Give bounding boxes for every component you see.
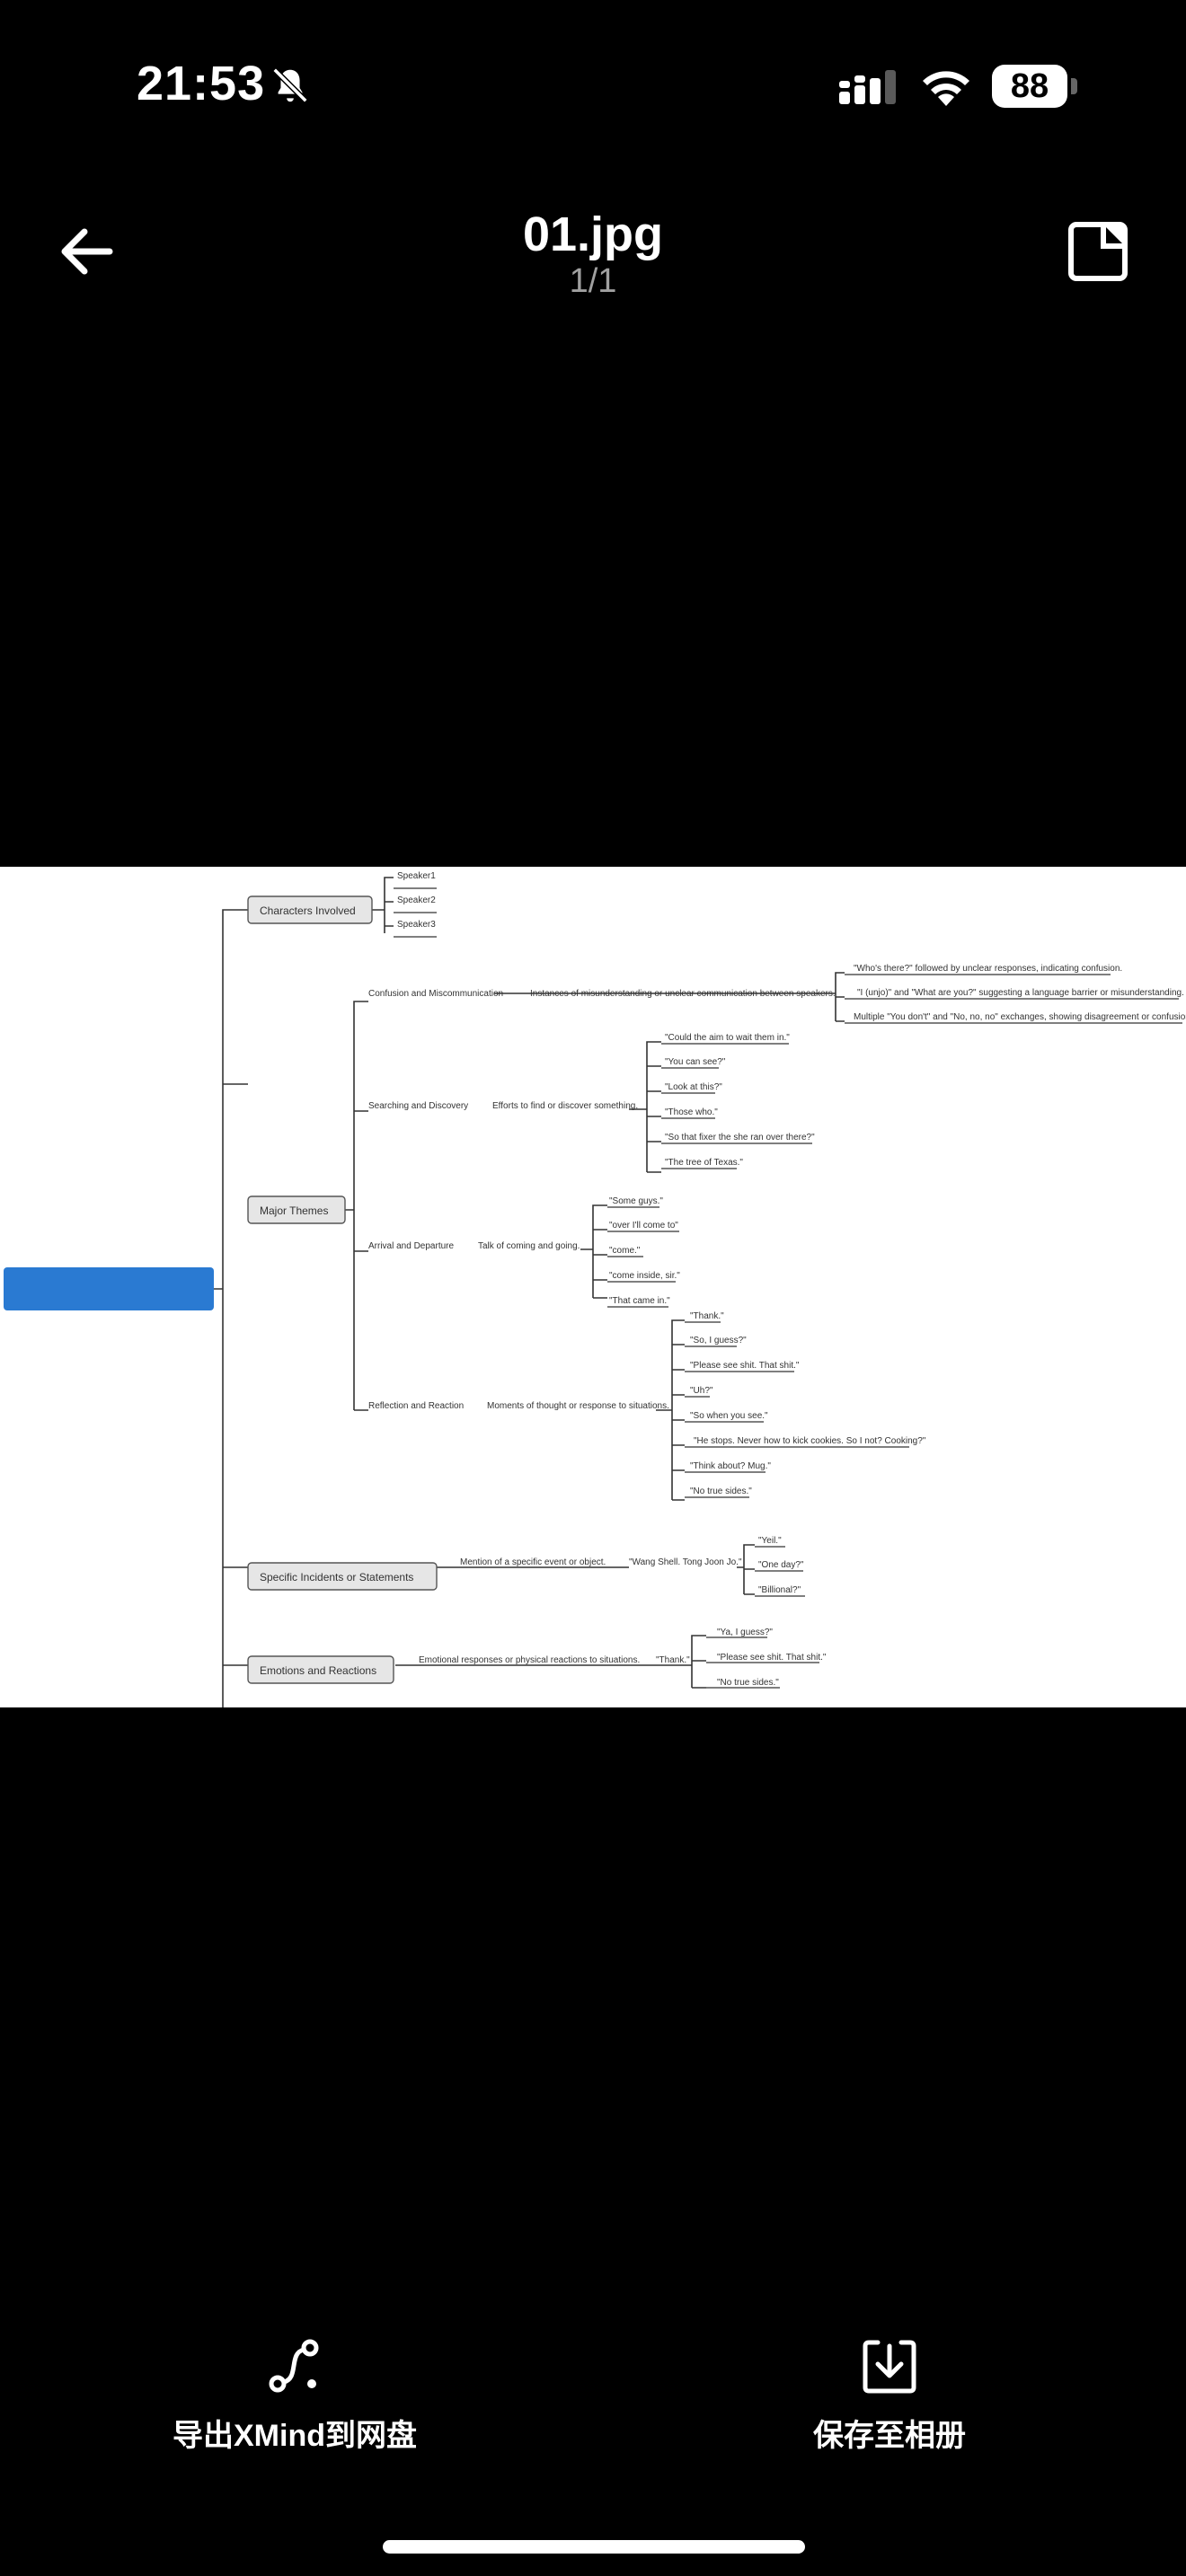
quote-item: "So that fixer the she ran over there?": [665, 1133, 815, 1142]
branch-desc: Mention of a specific event or object.: [460, 1557, 606, 1567]
quote-item: "Billional?": [758, 1585, 801, 1595]
node-incidents-box: [247, 1562, 438, 1591]
image-preview[interactable]: Characters Involved Major Themes Specifi…: [0, 867, 1186, 1707]
battery-level: 88: [992, 65, 1067, 108]
theme-label: Reflection and Reaction: [368, 1401, 464, 1411]
quote-item: "The tree of Texas.": [665, 1158, 743, 1168]
quote-item: "Some guys.": [609, 1196, 663, 1206]
character-item: Speaker3: [397, 920, 436, 930]
quote-item: "One day?": [758, 1560, 804, 1570]
quote-item: "Could the aim to wait them in.": [665, 1033, 790, 1043]
theme-desc: Efforts to find or discover something.: [492, 1101, 638, 1111]
share-nodes-icon: [269, 2339, 319, 2393]
node-characters: Characters Involved: [260, 904, 356, 917]
theme-label: Confusion and Miscommunication: [368, 989, 503, 999]
quote-item: "So when you see.": [690, 1411, 768, 1421]
quote-item: "Uh?": [690, 1386, 713, 1396]
branch-quote: "Wang Shell. Tong Joon Jo.": [629, 1557, 742, 1567]
bell-slash-icon: [272, 67, 308, 103]
quote-item: "He stops. Never how to kick cookies. So…: [694, 1436, 926, 1446]
page-title: 01.jpg: [522, 207, 664, 261]
quote-item: "I (unjo)" and "What are you?" suggestin…: [857, 988, 1184, 998]
save-to-album-button[interactable]: 保存至相册: [719, 2335, 1060, 2470]
quote-item: Multiple "You don't" and "No, no, no" ex…: [854, 1012, 1186, 1022]
quote-item: "over I'll come to": [609, 1221, 678, 1231]
battery-icon: 88: [992, 65, 1078, 108]
branch-quote: "Thank.": [656, 1655, 690, 1665]
quote-item: "No true sides.": [717, 1678, 779, 1688]
arrow-left-icon[interactable]: [54, 216, 126, 287]
export-xmind-label: 导出XMind到网盘: [173, 2419, 417, 2453]
quote-item: "Please see shit. That shit.": [690, 1361, 800, 1371]
theme-desc: Instances of misunderstanding or unclear…: [530, 989, 836, 999]
quote-item: "Yeil.": [758, 1536, 782, 1546]
cellular-signal-icon: [839, 70, 896, 104]
status-bar: 21:53 88: [0, 0, 1186, 171]
node-emotions: Emotions and Reactions: [260, 1664, 376, 1677]
theme-desc: Moments of thought or response to situat…: [487, 1401, 669, 1411]
character-item: Speaker2: [397, 895, 436, 905]
quote-item: "You can see?": [665, 1057, 726, 1067]
quote-item: "So, I guess?": [690, 1336, 747, 1345]
theme-label: Arrival and Departure: [368, 1241, 454, 1251]
quote-item: "Think about? Mug.": [690, 1461, 771, 1471]
node-emotions-box: [247, 1655, 394, 1684]
node-major-themes-box: [247, 1195, 346, 1224]
wifi-icon: [923, 71, 969, 106]
export-xmind-button[interactable]: 导出XMind到网盘: [124, 2335, 465, 2470]
branch-desc: Emotional responses or physical reaction…: [419, 1655, 640, 1665]
bottom-actions: 导出XMind到网盘 保存至相册: [0, 2335, 1186, 2479]
save-to-album-label: 保存至相册: [813, 2419, 966, 2453]
character-item: Speaker1: [397, 871, 436, 881]
quote-item: "That came in.": [609, 1296, 670, 1306]
page-counter: 1/1: [569, 262, 617, 300]
download-icon: [863, 2340, 916, 2394]
battery-tip: [1071, 78, 1077, 94]
node-characters-box: [247, 895, 373, 924]
node-incidents: Specific Incidents or Statements: [260, 1571, 413, 1584]
theme-desc: Talk of coming and going.: [478, 1241, 580, 1251]
quote-item: "come.": [609, 1246, 641, 1256]
mind-map: Characters Involved Major Themes Specifi…: [4, 871, 1186, 1707]
quote-item: "come inside, sir.": [609, 1271, 680, 1281]
home-indicator: [383, 2540, 805, 2554]
nav-bar: 01.jpg 1/1: [0, 180, 1186, 323]
quote-item: "Ya, I guess?": [717, 1628, 773, 1637]
node-major-themes: Major Themes: [260, 1204, 328, 1217]
quote-item: "Who's there?" followed by unclear respo…: [854, 964, 1122, 974]
quote-item: "Thank.": [690, 1311, 724, 1321]
quote-item: "Please see shit. That shit.": [717, 1653, 827, 1663]
status-time: 21:53: [137, 57, 266, 110]
quote-item: "Look at this?": [665, 1082, 722, 1092]
quote-item: "No true sides.": [690, 1486, 752, 1496]
theme-label: Searching and Discovery: [368, 1101, 468, 1111]
mindmap-root-node: [4, 1267, 214, 1310]
document-icon[interactable]: [1066, 219, 1134, 287]
quote-item: "Those who.": [665, 1107, 718, 1117]
